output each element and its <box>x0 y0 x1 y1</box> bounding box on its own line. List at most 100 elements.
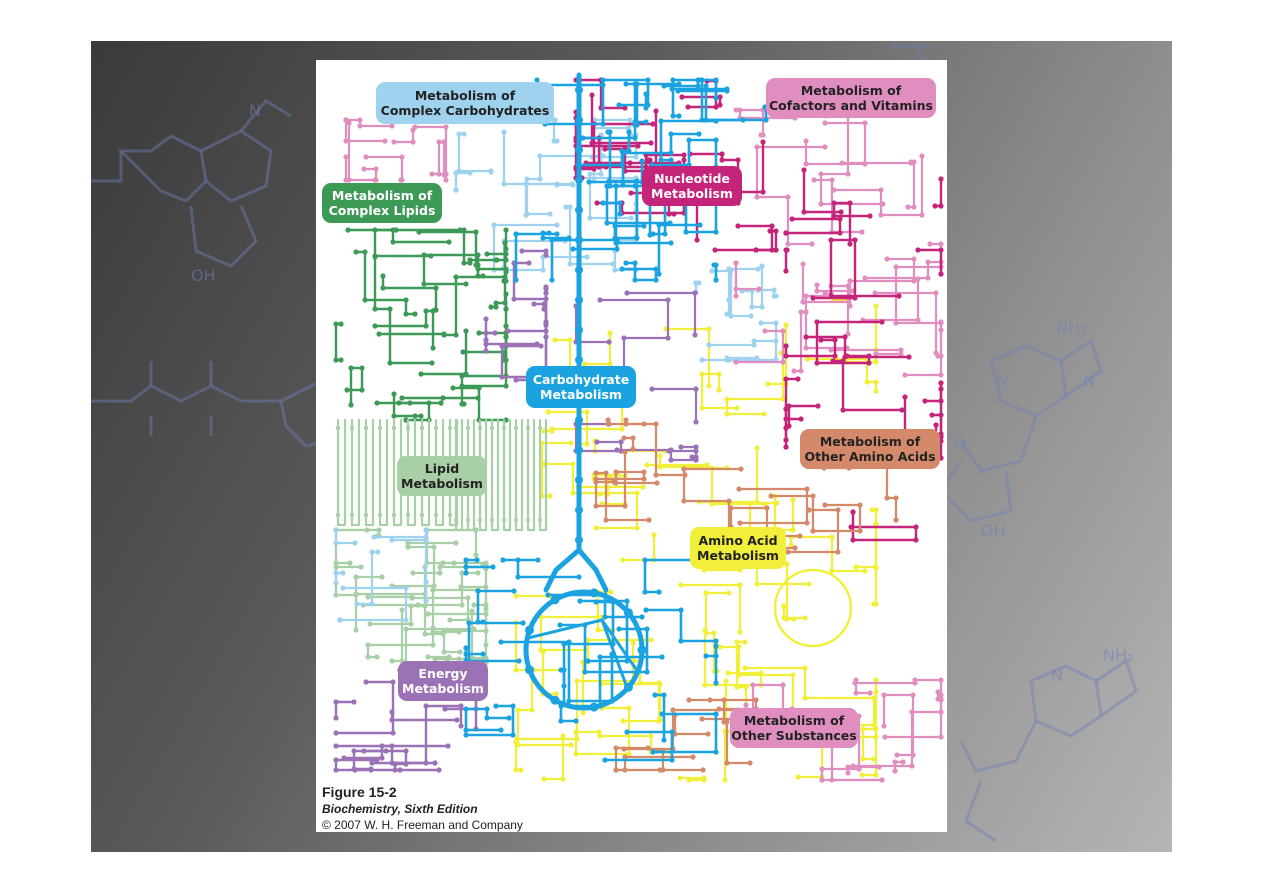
pathway-line <box>727 321 778 362</box>
pathway-line <box>650 387 698 424</box>
pathway-line <box>601 201 622 216</box>
pathway-line <box>426 612 488 654</box>
label-complex-lipids-line1: Metabolism of <box>331 188 433 203</box>
pathway-line <box>687 698 752 765</box>
pathway-line <box>804 121 867 166</box>
label-complex-lipids-line2: Complex Lipids <box>328 203 436 218</box>
pathway-line <box>464 704 515 737</box>
pathway-line <box>622 436 635 451</box>
pathway-line <box>678 776 706 782</box>
pathway-line <box>588 133 633 220</box>
pathway-line <box>737 487 809 525</box>
pathway-line <box>457 132 493 174</box>
label-cofactors-vitamins-line1: Metabolism of <box>800 83 902 98</box>
pathway-line <box>670 87 729 93</box>
pathway-line <box>338 586 408 622</box>
metabolite-node <box>575 146 583 154</box>
metabolite-node <box>589 588 599 598</box>
pathway-line <box>923 381 943 403</box>
pathway-line <box>805 357 878 393</box>
bg-nh2-bottom: NH₂ <box>1103 646 1133 665</box>
lipid-pathway-loop <box>526 418 536 532</box>
pathway-line <box>815 283 855 293</box>
pathway-line <box>464 646 521 663</box>
pathway-line <box>725 267 760 316</box>
pathway-line <box>344 118 387 143</box>
pathway-line <box>704 84 768 122</box>
pathway-line <box>366 595 470 622</box>
pathway-line <box>464 707 511 732</box>
label-other-substances: Metabolism of Other Substances <box>730 708 858 748</box>
metabolite-node <box>524 665 534 675</box>
pathway-line <box>366 626 435 659</box>
label-carbohydrate: Carbohydrate Metabolism <box>526 366 636 408</box>
metabolite-node <box>513 425 519 431</box>
metabolite-node <box>575 536 583 544</box>
pathway-line <box>514 593 552 598</box>
metabolite-node <box>465 517 471 523</box>
metabolite-node <box>575 296 583 304</box>
pathway-line <box>520 249 548 257</box>
pathway-line <box>542 734 565 781</box>
pathway-line <box>873 291 938 355</box>
pathway-line <box>464 558 495 575</box>
pathway-line <box>583 331 612 366</box>
pathway-line <box>334 565 363 632</box>
pathway-line <box>574 78 627 110</box>
bg-n-4: N <box>1051 666 1063 685</box>
lipid-pathway-loop <box>336 418 347 527</box>
pathway-line <box>334 528 369 565</box>
lipid-pathway-loop <box>538 418 548 532</box>
metabolite-node <box>589 702 599 712</box>
metabolite-node <box>575 326 583 334</box>
metabolite-node <box>501 517 507 523</box>
metabolite-node <box>489 425 495 431</box>
pathway-line <box>829 348 903 356</box>
pathway-line <box>564 205 615 266</box>
pathway-line <box>736 224 774 252</box>
pathway-line <box>607 179 646 240</box>
pathway-line <box>643 558 713 594</box>
metabolite-node <box>575 446 583 454</box>
pathway-line <box>615 448 698 462</box>
bg-nh2-top: NH₂ <box>1056 318 1086 337</box>
pathway-line <box>792 310 808 373</box>
pathway-line <box>373 309 435 350</box>
pathway-line <box>390 608 404 663</box>
metabolic-pathway-figure: Metabolism of Complex Carbohydrates Meta… <box>316 60 947 832</box>
pathway-line <box>916 248 943 276</box>
pathway-line <box>390 710 459 722</box>
lipid-pathway-loop <box>490 418 500 532</box>
bg-oh-1: OH <box>191 266 216 285</box>
metabolite-node <box>349 425 355 431</box>
label-complex-carbohydrates-line2: Complex Carbohydrates <box>380 103 550 118</box>
pathway-line <box>422 253 508 286</box>
metabolite-node <box>419 512 425 518</box>
pathway-line <box>542 462 639 530</box>
metabolite-node <box>575 506 583 514</box>
bg-n-2: N <box>996 371 1008 390</box>
label-lipid-line1: Lipid <box>424 461 460 476</box>
pathway-line <box>624 418 687 477</box>
pathway-line <box>515 641 635 741</box>
pathway-line <box>734 108 797 120</box>
glycolysis-trunk <box>543 72 582 593</box>
pathway-line <box>831 359 904 412</box>
metabolite-node <box>447 425 453 431</box>
pathway-line <box>848 257 916 308</box>
bg-n-3: N <box>1083 371 1095 390</box>
pathway-line <box>713 229 778 252</box>
metabolite-node <box>513 517 519 523</box>
lipid-pathway-loop <box>502 418 512 532</box>
pathway-line <box>599 682 662 722</box>
label-amino-acid: Amino Acid Metabolism <box>690 527 786 569</box>
pathway-line <box>525 154 605 216</box>
pathway-line <box>460 331 508 406</box>
pathway-line <box>679 583 742 634</box>
pathway-line <box>712 263 718 282</box>
pathway-line <box>844 678 878 739</box>
pathway-line <box>346 228 451 244</box>
pathway-line <box>603 730 674 762</box>
metabolite-node <box>405 512 411 518</box>
glycolysis-trunk-branch <box>576 547 609 593</box>
